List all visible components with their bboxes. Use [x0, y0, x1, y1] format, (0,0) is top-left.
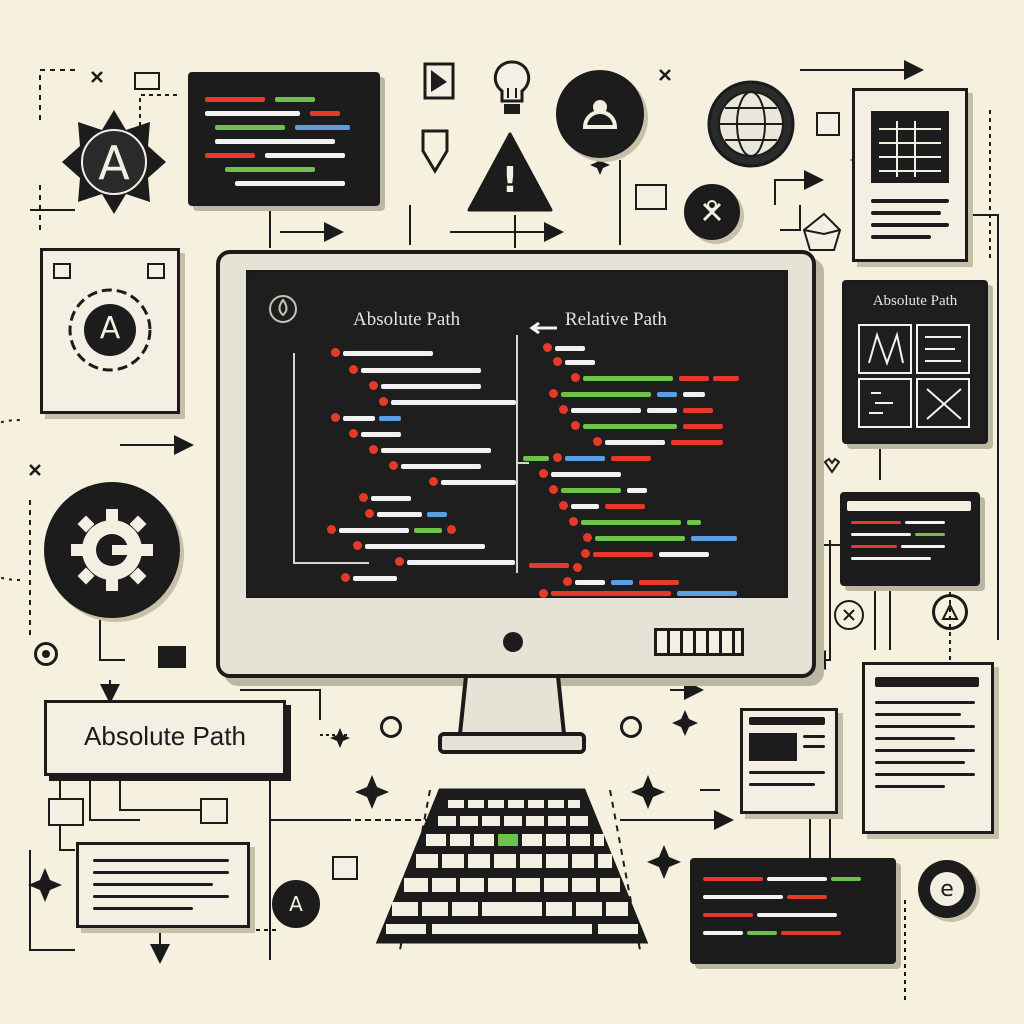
compass-icon [834, 600, 864, 630]
document-badge-letter: A [99, 311, 121, 346]
main-monitor: Absolute Path Relative Path [216, 250, 816, 678]
printer-icon [200, 798, 228, 824]
pennant-icon [423, 62, 457, 102]
doc-corner-icon [816, 112, 840, 136]
triangle-badge-icon [932, 594, 968, 630]
relative-tree [519, 273, 785, 598]
folded-paper-icon [800, 210, 844, 254]
target-icon [34, 642, 58, 666]
spreadsheet-document [852, 88, 968, 262]
mini-code-lines [205, 91, 365, 191]
side-panel-grid [857, 323, 973, 429]
left-document: A [40, 248, 180, 414]
close-square-icon [48, 798, 84, 826]
document-corner-right [147, 263, 165, 279]
keyboard-keys [375, 788, 649, 944]
monitor-stand [436, 674, 588, 756]
small-window-icon [635, 184, 667, 210]
bell-icon [556, 70, 644, 158]
bottom-right-code-panel [690, 858, 896, 964]
power-button[interactable] [503, 632, 523, 652]
absolute-path-label: Absolute Path [84, 721, 246, 751]
lightbulb-icon [490, 58, 534, 122]
keyboard[interactable] [375, 786, 649, 946]
side-panel-title: Absolute Path [872, 293, 958, 309]
browser-window [740, 708, 838, 814]
shield-icon [420, 128, 450, 178]
gear-settings-icon [44, 482, 180, 618]
small-tag-icon [134, 72, 160, 90]
small-ring-icon-right [620, 716, 642, 738]
mini-code-monitor [188, 72, 380, 206]
document-badge: A [65, 285, 155, 375]
e-badge-icon: e [918, 860, 976, 918]
relative-path-title: Relative Path [565, 309, 667, 330]
warning-mark: ! [501, 160, 519, 201]
right-code-panel [840, 492, 980, 586]
small-badge-icon: A [272, 880, 320, 928]
document-corner-left [53, 263, 71, 279]
absolute-path-title: Absolute Path [353, 309, 461, 330]
gear-badge-icon: A [60, 108, 168, 216]
globe-icon [705, 78, 797, 170]
heart-check-icon [822, 456, 842, 476]
small-square-icon [332, 856, 358, 880]
side-panel: Absolute Path [842, 280, 988, 444]
right-document [862, 662, 994, 834]
arrow-left-icon [529, 319, 559, 335]
absolute-tree [249, 273, 519, 595]
monitor-screen: Absolute Path Relative Path [246, 270, 788, 598]
small-ring-icon [380, 716, 402, 738]
browser-image [749, 733, 797, 761]
bottom-left-note [76, 842, 250, 928]
absolute-path-label-box: Absolute Path [44, 700, 286, 776]
star-shape [62, 110, 166, 214]
tree-connectors [293, 335, 529, 573]
wrench-icon [684, 184, 740, 240]
spreadsheet-grid [871, 111, 949, 183]
small-screen-icon [158, 646, 186, 668]
badge-letter: A [98, 136, 130, 190]
warning-icon: ! [465, 130, 555, 214]
small-badge-letter: A [289, 892, 303, 916]
e-badge-letter: e [940, 876, 954, 902]
drop-icon [267, 291, 299, 327]
speaker-grille [654, 628, 744, 656]
